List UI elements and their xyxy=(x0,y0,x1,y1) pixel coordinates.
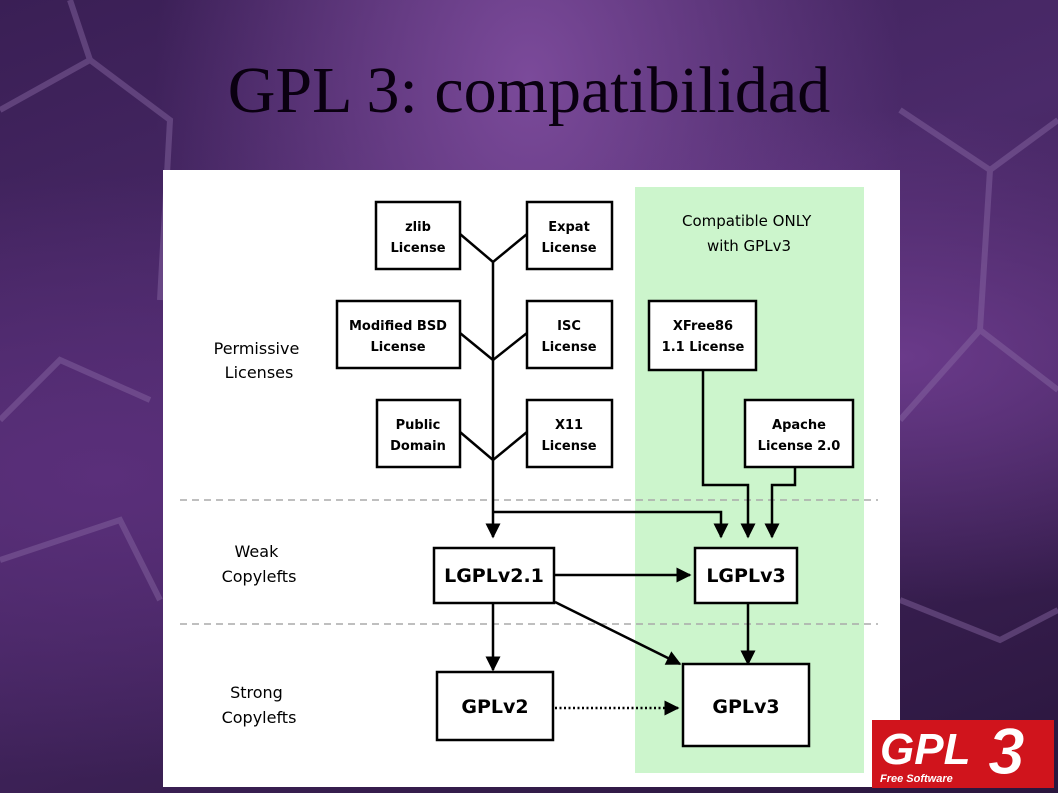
gplv3-logo: GPL 3 Free Software xyxy=(872,718,1054,789)
side-label-permissive: Permissive Licenses xyxy=(214,339,305,382)
permissive-connectors xyxy=(459,233,797,539)
logo-subtitle: Free Software xyxy=(880,773,953,785)
diagram-panel: Compatible ONLY with GPLv3 Permissive Li… xyxy=(163,170,900,787)
svg-text:LGPLv2.1: LGPLv2.1 xyxy=(444,565,544,587)
license-compatibility-diagram: Compatible ONLY with GPLv3 Permissive Li… xyxy=(180,187,878,773)
arrow-lgplv21-to-gplv3 xyxy=(554,600,682,666)
side-label-weak: Weak Copylefts xyxy=(222,542,297,586)
box-gplv3: GPLv3 xyxy=(681,662,811,748)
box-lgplv3: LGPLv3 xyxy=(693,546,799,605)
green-region-label: Compatible ONLY with GPLv3 xyxy=(682,212,816,255)
side-label-strong: Strong Copylefts xyxy=(222,683,297,727)
svg-text:LGPLv3: LGPLv3 xyxy=(706,565,785,587)
box-gplv2: GPLv2 xyxy=(435,670,555,742)
slide-title: GPL 3: compatibilidad xyxy=(227,54,831,127)
svg-text:GPLv2: GPLv2 xyxy=(461,696,528,718)
logo-version-text: 3 xyxy=(988,718,1025,788)
logo-gpl-text: GPL xyxy=(880,725,970,774)
svg-text:GPLv3: GPLv3 xyxy=(712,696,779,718)
box-lgplv21: LGPLv2.1 xyxy=(432,546,556,605)
